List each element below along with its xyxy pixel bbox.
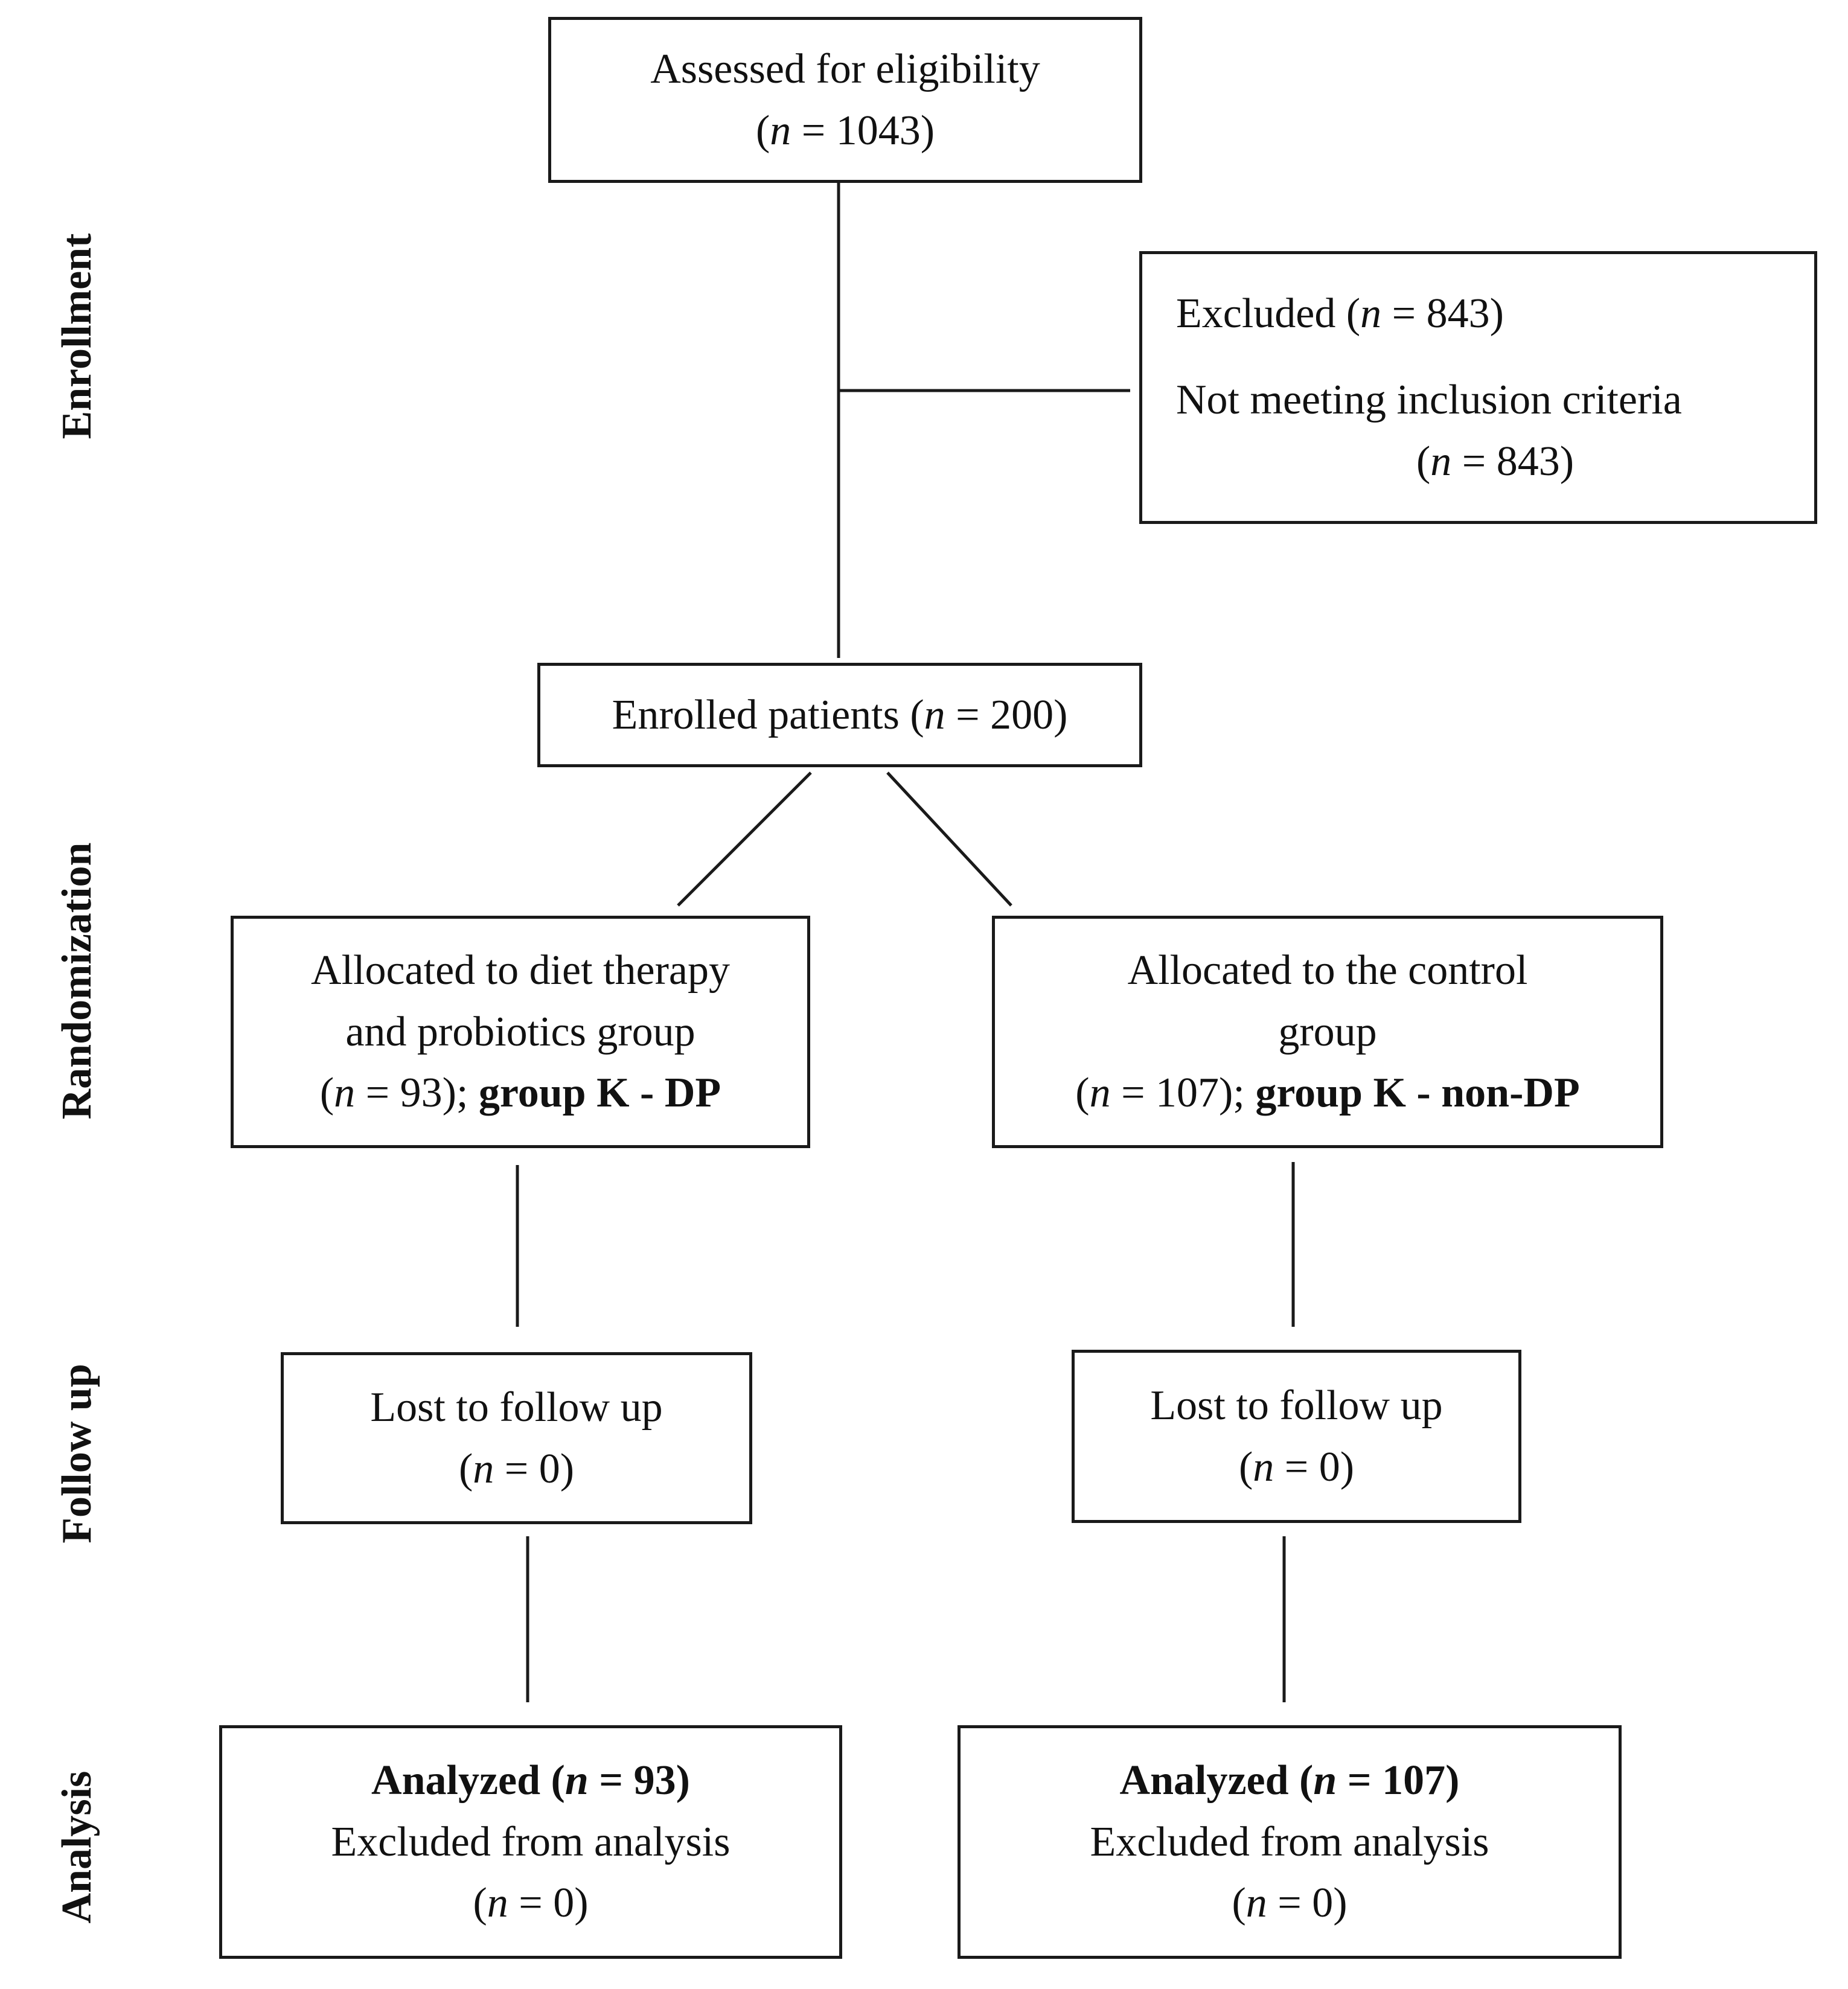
excluded-n-value: = 843): [1381, 290, 1504, 337]
stage-label-follow-up: Follow up: [54, 1364, 100, 1544]
analyzed-dp-excl-n-value: = 0): [508, 1880, 589, 1927]
allocated-dp-n-symbol: n: [334, 1070, 356, 1117]
lost-control-n-value: = 0): [1274, 1443, 1355, 1490]
lost-control-n-symbol: n: [1253, 1443, 1274, 1490]
allocated-dp-n-open: (: [319, 1070, 334, 1117]
analyzed-control-excl-n-value: = 0): [1267, 1880, 1348, 1927]
lost-control-label: Lost to follow up: [1150, 1382, 1443, 1429]
analyzed-control-excl-n-open: (: [1232, 1880, 1246, 1927]
analyzed-dp-excluded-count: (n = 0): [473, 1872, 588, 1934]
analyzed-dp-excl-n-open: (: [473, 1880, 487, 1927]
lost-follow-up-control-box: Lost to follow up (n = 0): [1072, 1350, 1521, 1523]
enrolled-count: Enrolled patients (n = 200): [612, 685, 1068, 746]
allocated-control-line1: Allocated to the control: [1127, 947, 1528, 994]
lost-dp-n-symbol: n: [473, 1445, 494, 1492]
stage-label-enrollment: Enrollment: [54, 233, 100, 439]
analyzed-control-label: Analyzed (: [1119, 1757, 1314, 1804]
connector-enrolled-to-dp: [677, 771, 812, 907]
analyzed-dp-label: Analyzed (: [371, 1757, 565, 1804]
excluded-label: Excluded (: [1176, 290, 1361, 337]
analyzed-control-n-symbol: n: [1313, 1757, 1337, 1804]
analyzed-dp-n-symbol: n: [564, 1757, 589, 1804]
assessed-box: Assessed for eligibility (n = 1043): [548, 17, 1142, 183]
excluded-n-symbol: n: [1360, 290, 1382, 337]
analyzed-control-excluded-count: (n = 0): [1232, 1872, 1347, 1934]
analyzed-dp-box: Analyzed (n = 93) Excluded from analysis…: [219, 1725, 842, 1959]
analyzed-control-excluded-label: Excluded from analysis: [1090, 1818, 1489, 1865]
enrolled-n-symbol: n: [924, 691, 945, 738]
connector-enrolled-to-control: [886, 771, 1012, 907]
analyzed-control-excl-n-symbol: n: [1245, 1880, 1267, 1927]
analyzed-dp-count: Analyzed (n = 93): [371, 1750, 690, 1812]
assessed-n-open: (: [755, 107, 770, 154]
allocated-control-n-open: (: [1075, 1070, 1090, 1117]
assessed-n-value: = 1043): [791, 107, 935, 154]
allocated-dp-count: (n = 93); group K - DP: [320, 1062, 721, 1124]
analyzed-control-n-value: = 107): [1337, 1757, 1460, 1804]
assessed-label: Assessed for eligibility: [650, 46, 1040, 92]
analyzed-dp-excluded-label: Excluded from analysis: [331, 1818, 731, 1865]
allocated-dp-n-value: = 93);: [355, 1070, 479, 1117]
lost-dp-label: Lost to follow up: [370, 1384, 663, 1431]
lost-control-n-open: (: [1238, 1443, 1253, 1490]
allocated-dp-box: Allocated to diet therapy and probiotics…: [231, 916, 810, 1148]
lost-follow-up-dp-box: Lost to follow up (n = 0): [281, 1352, 752, 1524]
lost-control-count: (n = 0): [1239, 1437, 1354, 1498]
lost-dp-count: (n = 0): [459, 1438, 574, 1500]
analyzed-control-count: Analyzed (n = 107): [1120, 1750, 1460, 1812]
lost-dp-n-open: (: [458, 1445, 473, 1492]
excluded-reason-n-symbol: n: [1430, 438, 1452, 485]
excluded-reason-n-value: = 843): [1451, 438, 1575, 485]
excluded-box: Excluded (n = 843) Not meeting inclusion…: [1139, 251, 1817, 524]
excluded-reason-n-open: (: [1416, 438, 1431, 485]
allocated-dp-line2: and probiotics group: [345, 1008, 695, 1055]
stage-label-randomization: Randomization: [54, 842, 100, 1120]
allocated-dp-line1: Allocated to diet therapy: [311, 947, 730, 994]
excluded-count: Excluded (n = 843): [1176, 283, 1504, 345]
analyzed-control-box: Analyzed (n = 107) Excluded from analysi…: [958, 1725, 1622, 1959]
analyzed-dp-n-value: = 93): [588, 1757, 690, 1804]
allocated-control-line2: group: [1278, 1008, 1377, 1055]
enrolled-n-value: = 200): [945, 691, 1068, 738]
allocated-control-n-symbol: n: [1089, 1070, 1111, 1117]
allocated-control-box: Allocated to the control group (n = 107)…: [992, 916, 1663, 1148]
assessed-count: (n = 1043): [756, 100, 935, 162]
excluded-reason-count: (n = 843): [1416, 431, 1574, 493]
allocated-control-n-value: = 107);: [1110, 1070, 1256, 1117]
excluded-reason: Not meeting inclusion criteria: [1176, 377, 1682, 424]
stage-label-analysis: Analysis: [54, 1770, 100, 1924]
enrolled-box: Enrolled patients (n = 200): [537, 663, 1142, 767]
allocated-control-group-name: group K - non-DP: [1255, 1070, 1580, 1117]
allocated-control-count: (n = 107); group K - non-DP: [1075, 1062, 1579, 1124]
assessed-n-symbol: n: [770, 107, 791, 154]
analyzed-dp-excl-n-symbol: n: [487, 1880, 508, 1927]
allocated-dp-group-name: group K - DP: [478, 1070, 721, 1117]
lost-dp-n-value: = 0): [494, 1445, 575, 1492]
enrolled-label: Enrolled patients (: [612, 691, 924, 738]
